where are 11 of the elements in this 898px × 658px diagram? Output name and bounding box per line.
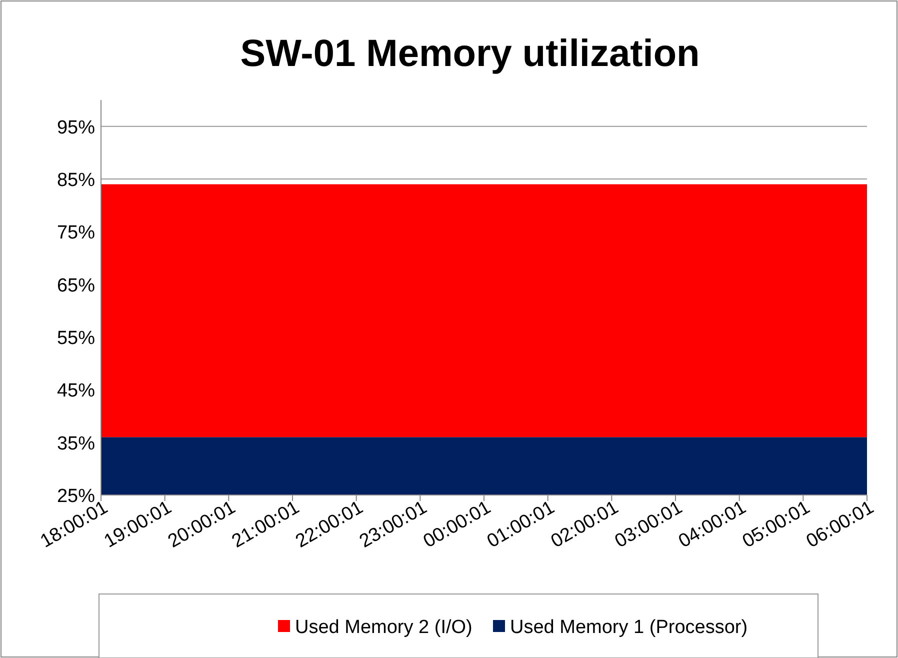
y-tick-label: 55% bbox=[56, 328, 95, 349]
y-tick-label: 45% bbox=[56, 380, 95, 402]
y-tick-label: 25% bbox=[56, 486, 95, 507]
y-tick-label: 35% bbox=[56, 433, 95, 454]
y-tick-label: 65% bbox=[56, 275, 95, 296]
legend-label: Used Memory 2 (I/O) bbox=[295, 617, 472, 638]
y-tick-label: 75% bbox=[56, 222, 95, 244]
y-tick-label: 95% bbox=[56, 117, 95, 138]
legend-label: Used Memory 1 (Processor) bbox=[510, 617, 748, 638]
y-tick-label: 85% bbox=[56, 170, 95, 191]
chart-title: SW-01 Memory utilization bbox=[240, 33, 700, 75]
